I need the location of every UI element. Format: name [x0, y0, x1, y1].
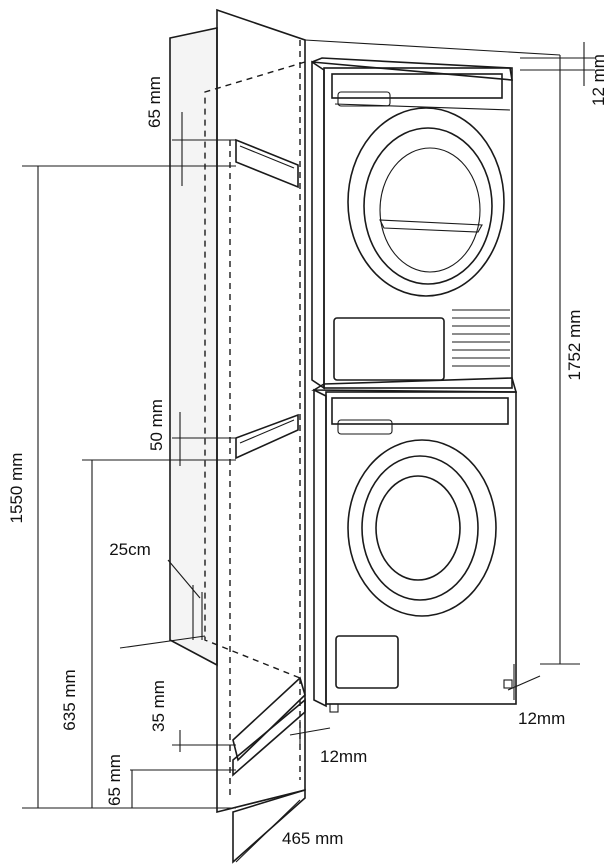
washer-door-ring — [361, 455, 479, 601]
label-side-gap: 12mm — [320, 747, 367, 766]
rear-gap-dim — [507, 675, 541, 691]
washer-front — [325, 391, 517, 705]
dryer-door-glass — [379, 147, 481, 273]
washer-service-hatch — [335, 635, 399, 689]
upper-shelf — [235, 138, 299, 189]
washer-handle — [337, 419, 393, 435]
dryer-filter — [379, 219, 483, 233]
label-middle-gap: 50 mm — [147, 399, 166, 451]
washer — [311, 377, 518, 713]
label-total-height: 1752 mm — [565, 310, 584, 381]
dryer — [311, 57, 513, 390]
middle-shelf-edge — [239, 419, 295, 444]
dryer-side — [311, 60, 325, 390]
cabinet — [119, 8, 306, 864]
washer-foot-left — [329, 703, 339, 713]
bottom-plinth — [232, 676, 306, 762]
upper-shelf-edge — [239, 145, 295, 169]
label-depth: 465 mm — [282, 829, 343, 848]
dryer-front — [323, 67, 513, 389]
top-guideline — [304, 39, 561, 56]
depth-dim — [235, 799, 301, 863]
washer-side — [313, 388, 327, 708]
dryer-handle — [337, 91, 391, 107]
label-base-height: 65 mm — [105, 754, 124, 806]
floor-panel — [232, 788, 306, 864]
label-bottom-gap: 35 mm — [149, 680, 168, 732]
washer-control-panel — [331, 397, 509, 425]
dryer-container — [333, 317, 445, 381]
washer-door-glass — [375, 475, 461, 581]
dryer-door-ring — [363, 127, 493, 285]
dryer-door-outer — [347, 107, 505, 297]
label-vent-hole: 25cm — [109, 540, 151, 559]
side-gap-dim — [289, 727, 331, 736]
dimension-labels: 65 mm 12 mm 1752 mm 1550 mm 50 mm 25cm 6… — [7, 54, 608, 848]
hidden-edge-back — [204, 61, 306, 679]
washer-door-outer — [347, 439, 497, 617]
middle-shelf — [235, 413, 299, 460]
dryer-panel-line — [334, 103, 511, 111]
label-shelf-height: 1550 mm — [7, 453, 26, 524]
label-lower-height: 635 mm — [60, 669, 79, 730]
washer-foot-right — [503, 679, 513, 689]
floor-line-left — [119, 635, 206, 649]
label-top-clearance: 12 mm — [589, 54, 608, 106]
dryer-control-panel — [331, 73, 503, 99]
cabinet-back-panel — [169, 27, 218, 667]
label-rear-gap: 12mm — [518, 709, 565, 728]
bottom-plinth-lower — [232, 698, 306, 777]
dryer-top — [311, 57, 513, 81]
dryer-vent-grille — [452, 309, 510, 367]
label-top-gap: 65 mm — [145, 76, 164, 128]
vent-leader — [167, 559, 201, 599]
dimensions — [22, 39, 595, 863]
